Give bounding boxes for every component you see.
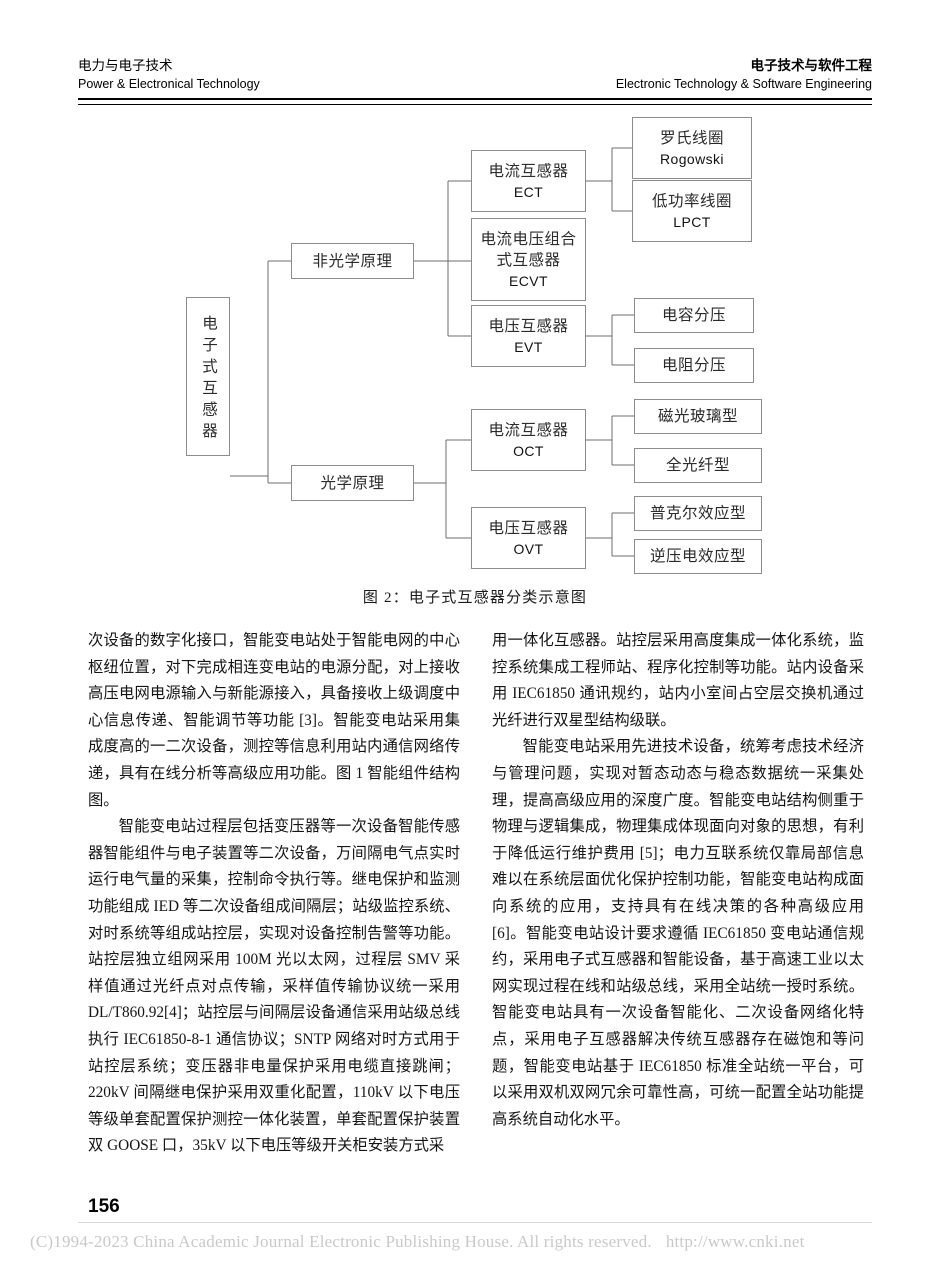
header-left: 电力与电子技术 Power & Electronical Technology: [78, 56, 260, 93]
node-all-fiber: 全光纤型: [634, 448, 762, 483]
figure-caption: 图 2：电子式互感器分类示意图: [362, 590, 588, 606]
node-root-label: 电子式互感器: [200, 315, 217, 444]
node-ovt-label-cn: 电压互感器: [488, 519, 569, 537]
node-all-fiber-label: 全光纤型: [665, 457, 730, 474]
node-capacitive-divider: 电容分压: [634, 298, 754, 333]
node-magneto-optic-glass-label: 磁光玻璃型: [657, 408, 738, 425]
node-non-optical-label: 非光学原理: [312, 252, 393, 270]
footer-divider: [78, 1222, 872, 1223]
node-evt-label-en: EVT: [514, 338, 543, 355]
diagram-connectors: [230, 147, 634, 557]
node-capacitive-divider-label: 电容分压: [661, 307, 726, 324]
header-right: 电子技术与软件工程 Electronic Technology & Softwa…: [616, 56, 872, 93]
node-rogowski-coil: 罗氏线圈 Rogowski: [632, 117, 752, 179]
node-resistive-divider: 电阻分压: [634, 348, 754, 383]
node-lpct-coil: 低功率线圈 LPCT: [632, 180, 752, 242]
node-optical-principle: 光学原理: [291, 465, 414, 501]
node-ovt-label-en: OVT: [513, 540, 544, 557]
node-pockels-effect: 普克尔效应型: [634, 496, 762, 531]
node-resistive-divider-label: 电阻分压: [661, 357, 726, 374]
copyright-url: http://www.cnki.net: [665, 1232, 805, 1251]
body-columns: 次设备的数字化接口，智能变电站处于智能电网的中心枢纽位置，对下完成相连变电站的电…: [88, 628, 864, 1168]
paragraph: 次设备的数字化接口，智能变电站处于智能电网的中心枢纽位置，对下完成相连变电站的电…: [88, 632, 460, 809]
node-ecvt: 电流电压组合 式互感器 ECVT: [471, 218, 586, 301]
node-ecvt-label-cn-2: 式互感器: [496, 251, 561, 269]
header-left-title-en: Power & Electronical Technology: [78, 77, 260, 91]
node-non-optical-principle: 非光学原理: [291, 243, 414, 279]
node-lpct-label-en: LPCT: [673, 213, 711, 230]
header-left-title-cn: 电力与电子技术: [78, 58, 173, 73]
node-ect-label-cn: 电流互感器: [488, 162, 569, 180]
node-oct-label-en: OCT: [513, 442, 544, 459]
node-oct-label-cn: 电流互感器: [488, 421, 569, 439]
node-evt: 电压互感器 EVT: [471, 305, 586, 367]
node-rogowski-label-cn: 罗氏线圈: [659, 129, 724, 147]
node-inverse-piezoelectric-label: 逆压电效应型: [649, 548, 746, 565]
paragraph: 用一体化互感器。站控层采用高度集成一体化系统，监控系统集成工程师站、程序化控制等…: [492, 632, 864, 729]
node-rogowski-label-en: Rogowski: [660, 150, 724, 167]
node-ecvt-label-en: ECVT: [509, 272, 548, 289]
copyright-text: (C)1994-2023 China Academic Journal Elec…: [30, 1232, 652, 1251]
node-evt-label-cn: 电压互感器: [488, 317, 569, 335]
copyright-watermark: (C)1994-2023 China Academic Journal Elec…: [30, 1232, 920, 1252]
node-ovt: 电压互感器 OVT: [471, 507, 586, 569]
node-oct: 电流互感器 OCT: [471, 409, 586, 471]
header-right-title-en: Electronic Technology & Software Enginee…: [615, 77, 872, 91]
node-ect-label-en: ECT: [513, 183, 544, 200]
electronic-transformer-classification-diagram: 电子式互感器 非光学原理 光学原理 电流互感器 ECT 电流电压组合 式互感器 …: [0, 108, 950, 578]
figure-2: 电子式互感器 非光学原理 光学原理 电流互感器 ECT 电流电压组合 式互感器 …: [0, 108, 950, 628]
node-root-electronic-transformer: 电子式互感器: [186, 297, 230, 456]
body-column-left: 次设备的数字化接口，智能变电站处于智能电网的中心枢纽位置，对下完成相连变电站的电…: [88, 628, 460, 1168]
node-magneto-optic-glass: 磁光玻璃型: [634, 399, 762, 434]
node-pockels-effect-label: 普克尔效应型: [649, 505, 746, 522]
node-inverse-piezoelectric-effect: 逆压电效应型: [634, 539, 762, 574]
body-column-right: 用一体化互感器。站控层采用高度集成一体化系统，监控系统集成工程师站、程序化控制等…: [492, 628, 864, 1168]
paragraph: 智能变电站采用先进技术设备，统筹考虑技术经济与管理问题，实现对暂态动态与稳态数据…: [492, 738, 864, 1128]
node-lpct-label-cn: 低功率线圈: [651, 192, 732, 210]
page-number: 156: [88, 1196, 120, 1217]
node-optical-label: 光学原理: [320, 474, 385, 492]
header-divider: [78, 98, 872, 105]
node-ect: 电流互感器 ECT: [471, 150, 586, 212]
paragraph: 智能变电站过程层包括变压器等一次设备智能传感器智能组件与电子装置等二次设备，万间…: [88, 818, 460, 1155]
header-right-title-cn: 电子技术与软件工程: [750, 58, 873, 73]
page-header: 电力与电子技术 Power & Electronical Technology …: [78, 56, 872, 102]
node-ecvt-label-cn-1: 电流电压组合: [480, 230, 577, 248]
